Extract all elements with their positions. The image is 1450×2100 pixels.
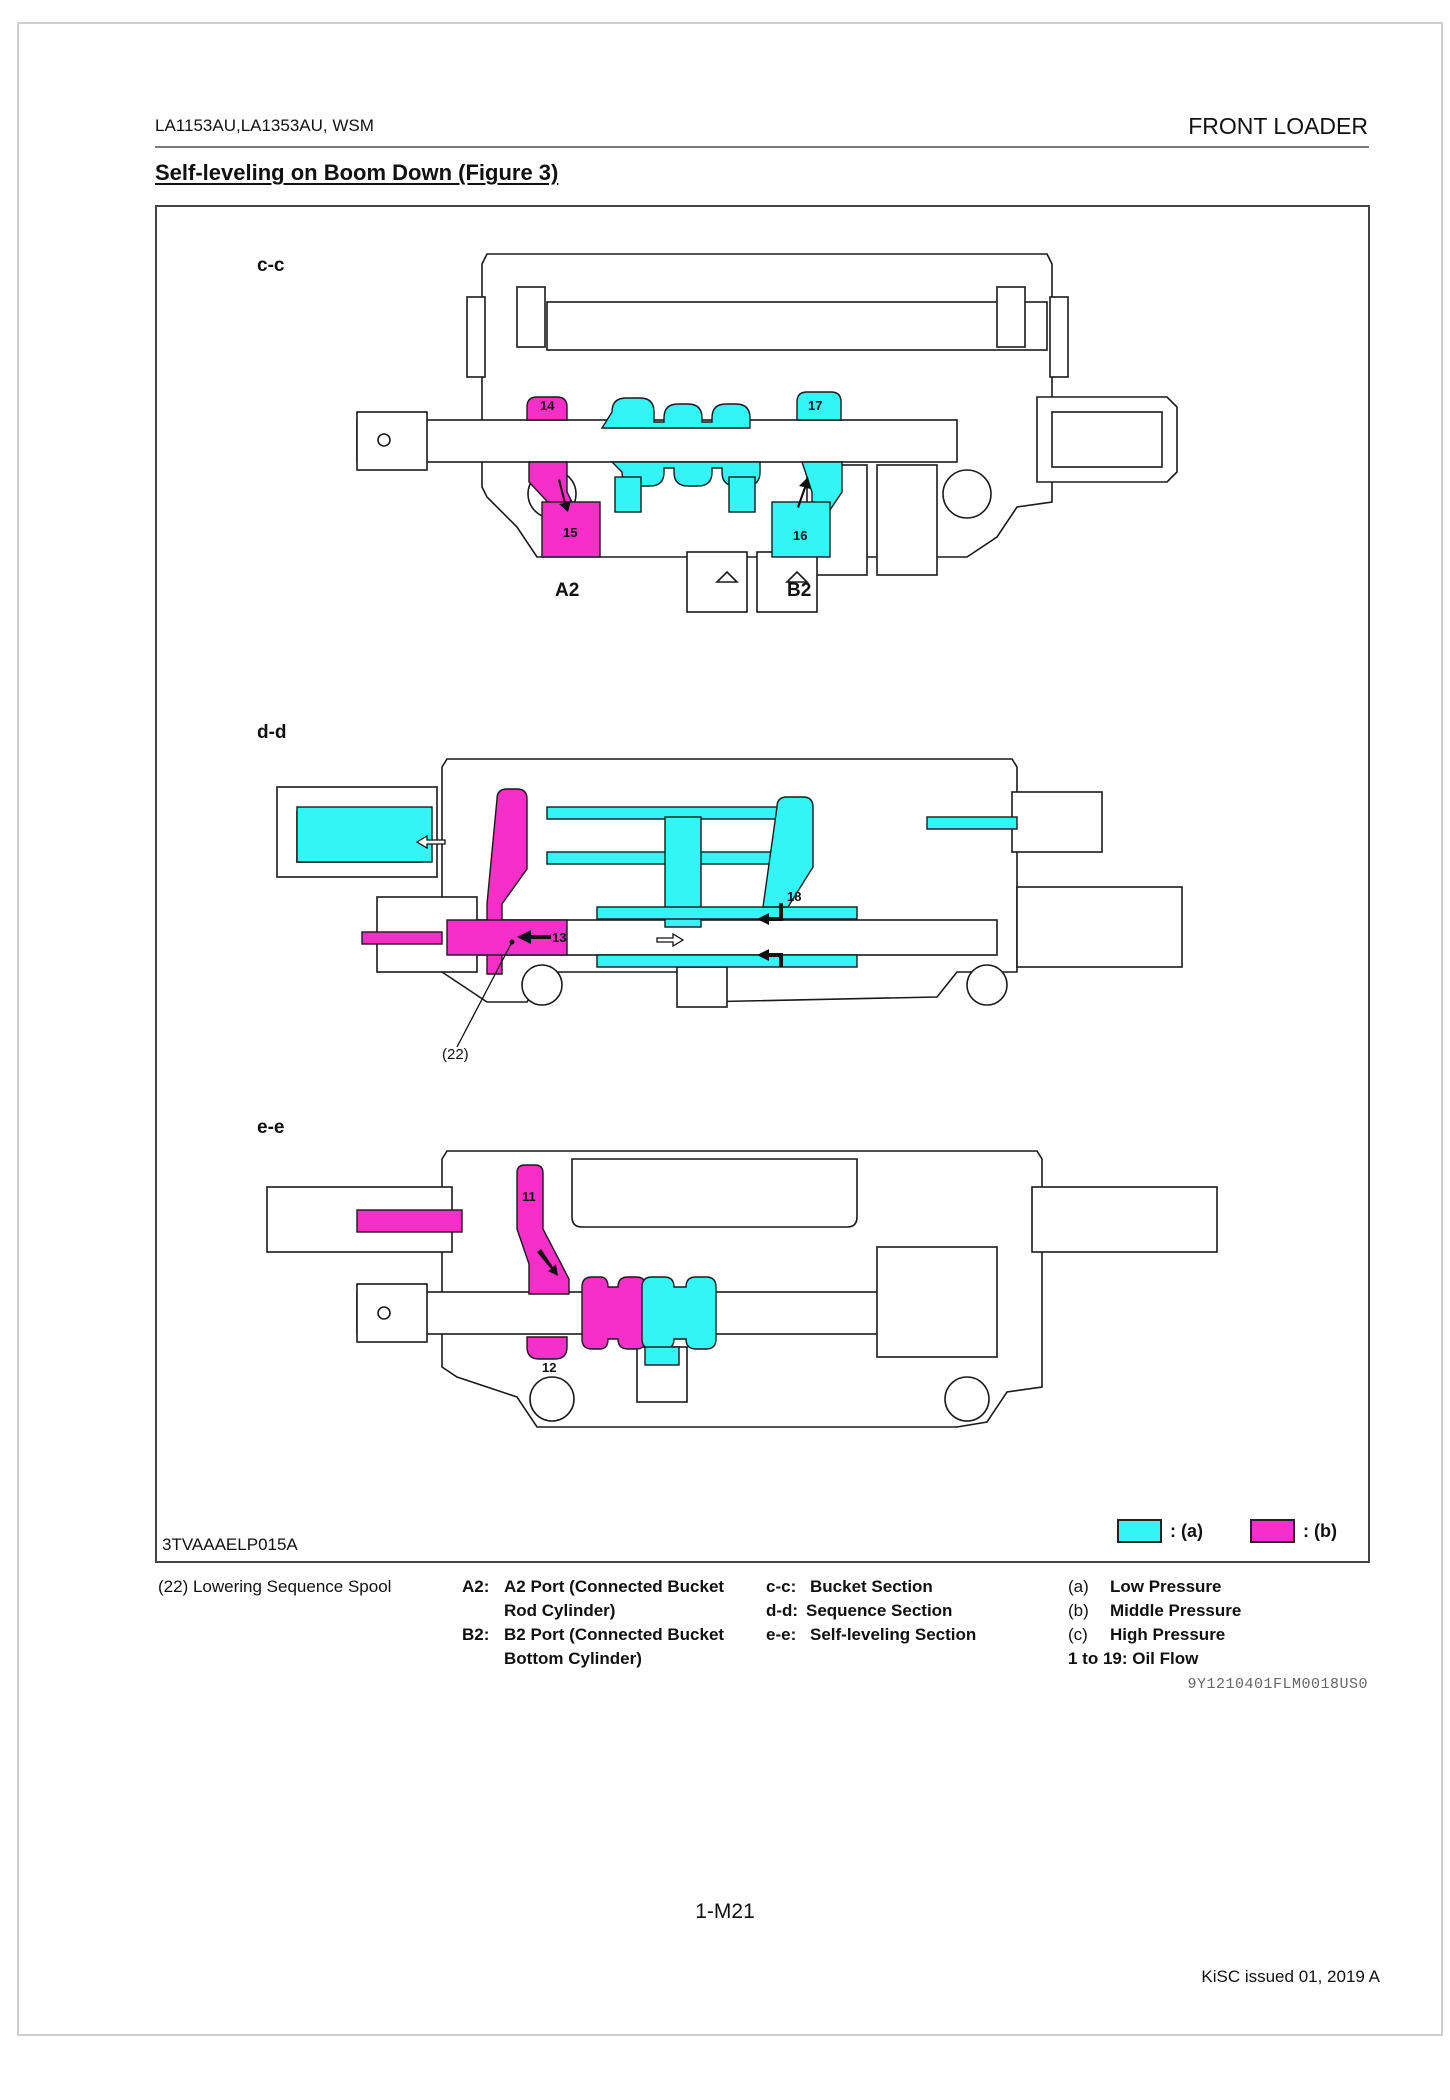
header-section: FRONT LOADER	[1188, 113, 1368, 139]
caption-oil-flow: 1 to 19: Oil Flow	[1068, 1649, 1199, 1668]
caption-sections: c-c:Bucket Section d-d:Sequence Section …	[766, 1575, 976, 1647]
diagram-c-c: 14 15 16 17 A2 B2	[356, 253, 1178, 613]
document-code: 9Y1210401FLM0018US0	[1187, 1676, 1368, 1693]
callout-17: 17	[808, 398, 822, 413]
page-frame	[17, 22, 1443, 2036]
cap-right	[1011, 791, 1103, 853]
check-valve	[876, 1246, 998, 1358]
diagram-e-e: 11 12	[266, 1150, 1218, 1428]
plug-left	[516, 286, 546, 348]
legend-swatch-middle-pressure	[1250, 1519, 1295, 1543]
cap-lower-right	[1016, 886, 1183, 968]
callout-11: 11	[522, 1189, 536, 1204]
middle-pressure-zones	[356, 1164, 647, 1360]
caption-section-text-e-e: Self-leveling Section	[810, 1625, 977, 1644]
port-label-a2: A2	[555, 580, 579, 601]
caption-port-key-b2: B2:	[462, 1625, 490, 1644]
upper-passage	[546, 301, 1048, 351]
caption-pressure-text-c: High Pressure	[1110, 1625, 1226, 1644]
header-rule	[155, 146, 1369, 148]
caption-port-text-b2: B2 Port (Connected Bucket	[504, 1625, 725, 1644]
flow-arrows	[558, 477, 811, 512]
low-pressure-zones	[641, 1276, 717, 1366]
caption-pressure-key-a: (a)	[1068, 1577, 1089, 1596]
caption-pressure-key-c: (c)	[1068, 1625, 1088, 1644]
caption-port-key-a2: A2:	[462, 1577, 490, 1596]
callout-13: 13	[552, 930, 566, 945]
section-label-c-c: c-c	[257, 255, 285, 276]
low-pressure-zones	[600, 391, 843, 558]
page-number: 1-M21	[695, 1900, 755, 1923]
legend-label-a: : (a)	[1170, 1520, 1203, 1541]
caption-pressures: (a) Low Pressure (b) Middle Pressure (c) Hi…	[1068, 1575, 1241, 1671]
low-pressure-zones	[296, 796, 1018, 968]
caption-pressure-text-a: Low Pressure	[1110, 1577, 1222, 1596]
legend-label-b: : (b)	[1303, 1520, 1337, 1541]
caption-port-text2-a2: Rod Cylinder)	[504, 1601, 616, 1620]
relief-valve-right	[1031, 1186, 1218, 1253]
page-title: Self-leveling on Boom Down (Figure 3)	[155, 160, 559, 185]
middle-pressure-zones	[526, 396, 601, 558]
section-label-d-d: d-d	[257, 722, 287, 743]
flow-arrows	[517, 903, 783, 967]
legend-swatch-low-pressure	[1117, 1519, 1162, 1543]
callout-16: 16	[793, 528, 807, 543]
port-label-b2: B2	[787, 580, 811, 601]
plug-right	[996, 286, 1026, 348]
port-a2	[541, 501, 601, 558]
caption-pressure-text-b: Middle Pressure	[1110, 1601, 1242, 1620]
caption-section-key-d-d: d-d:	[766, 1601, 799, 1620]
caption-pressure-key-b: (b)	[1068, 1601, 1089, 1620]
header-models: LA1153AU,LA1353AU, WSM	[155, 116, 374, 135]
caption-ports: A2: A2 Port (Connected Bucket Rod Cylinde…	[462, 1575, 724, 1671]
part-ref-22: (22)	[442, 1046, 469, 1063]
issued-note: KiSC issued 01, 2019 A	[1201, 1967, 1380, 1986]
caption-section-text-c-c: Bucket Section	[810, 1577, 933, 1596]
caption-port-text2-b2: Bottom Cylinder)	[504, 1649, 642, 1668]
caption-section-key-e-e: e-e:	[766, 1625, 797, 1644]
callout-15: 15	[563, 525, 577, 540]
legend-item-b: : (b)	[1250, 1519, 1337, 1543]
flow-arrows	[537, 1249, 558, 1276]
figure-box: c-c d-d e-e	[155, 205, 1370, 1563]
middle-pressure-zones	[361, 788, 568, 975]
section-label-e-e: e-e	[257, 1117, 285, 1138]
port-b2	[771, 501, 831, 558]
caption-section-text-d-d: Sequence Section	[806, 1601, 953, 1620]
caption-section-key-c-c: c-c:	[766, 1577, 797, 1596]
mount-hole-right	[942, 469, 992, 519]
diagram-d-d: 13 18 (22)	[276, 758, 1183, 1063]
callout-12: 12	[542, 1360, 556, 1375]
leader-line-22	[456, 941, 513, 1048]
figure-id: 3TVAAAELP015A	[162, 1535, 298, 1554]
caption-port-text-a2: A2 Port (Connected Bucket	[504, 1577, 725, 1596]
callout-18: 18	[787, 889, 801, 904]
legend-item-a: : (a)	[1117, 1519, 1203, 1543]
callout-14: 14	[540, 398, 555, 413]
caption-part-22: (22) Lowering Sequence Spool	[158, 1577, 392, 1596]
